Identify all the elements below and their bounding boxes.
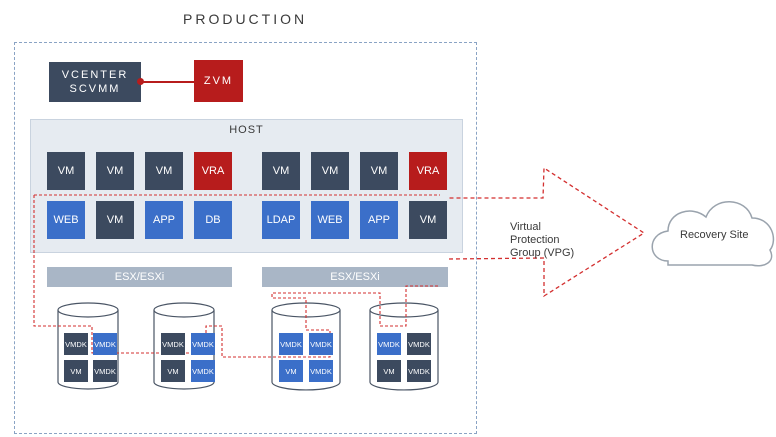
disk-4-cell-4: VMDK (407, 360, 431, 382)
right-app-box: APP (360, 201, 398, 239)
disk-1-cell-3: VM (64, 360, 88, 382)
scvmm-label: SCVMM (69, 83, 121, 95)
left-vm-box-4: VM (96, 201, 134, 239)
right-vm-box-3: VM (360, 152, 398, 190)
esx-bar-right: ESX/ESXi (262, 267, 448, 287)
right-vm-box-4: VM (409, 201, 447, 239)
disk-1-cell-1: VMDK (64, 333, 88, 355)
disk-2-cell-4: VMDK (191, 360, 215, 382)
left-app-box: APP (145, 201, 183, 239)
left-vm-box-2: VM (96, 152, 134, 190)
production-title: PRODUCTION (183, 11, 308, 27)
vpg-line-1: Virtual (510, 221, 541, 233)
disk-2-cell-2: VMDK (191, 333, 215, 355)
vcenter-scvmm-box: VCENTER SCVMM (49, 62, 141, 102)
replication-path (33, 194, 440, 358)
zvm-box: ZVM (194, 60, 243, 102)
left-web-box: WEB (47, 201, 85, 239)
recovery-site-label: Recovery Site (680, 229, 749, 241)
disk-4-cell-3: VM (377, 360, 401, 382)
right-vra-box: VRA (409, 152, 447, 190)
disk-3-cell-3: VM (279, 360, 303, 382)
right-web-box: WEB (311, 201, 349, 239)
left-db-box: DB (194, 201, 232, 239)
disk-3-cell-1: VMDK (279, 333, 303, 355)
right-vm-box-2: VM (311, 152, 349, 190)
disk-1-cell-2: VMDK (93, 333, 117, 355)
storage-cylinder-1-top (57, 302, 119, 318)
disk-2-cell-1: VMDK (161, 333, 185, 355)
vcenter-label: VCENTER (61, 69, 129, 81)
production-boundary (14, 42, 477, 434)
vpg-label: Virtual Protection Group (VPG) (510, 221, 574, 260)
disk-4-cell-1: VMDK (377, 333, 401, 355)
right-vm-box-1: VM (262, 152, 300, 190)
left-vm-box-3: VM (145, 152, 183, 190)
left-vra-box: VRA (194, 152, 232, 190)
vcenter-zvm-connector (141, 81, 194, 83)
host-label: HOST (229, 124, 264, 136)
disk-4-cell-2: VMDK (407, 333, 431, 355)
right-ldap-box: LDAP (262, 201, 300, 239)
storage-cylinder-2-top (153, 302, 215, 318)
vpg-line-3: Group (VPG) (510, 247, 575, 259)
vpg-arrow (448, 166, 646, 298)
disk-2-cell-3: VM (161, 360, 185, 382)
vpg-line-2: Protection (510, 234, 560, 246)
cloud-icon (651, 201, 775, 267)
storage-cylinder-4-top (369, 302, 439, 318)
esx-bar-left: ESX/ESXi (47, 267, 232, 287)
left-vm-box-1: VM (47, 152, 85, 190)
connector-dot (137, 78, 144, 85)
disk-3-cell-2: VMDK (309, 333, 333, 355)
disk-1-cell-4: VMDK (93, 360, 117, 382)
disk-3-cell-4: VMDK (309, 360, 333, 382)
